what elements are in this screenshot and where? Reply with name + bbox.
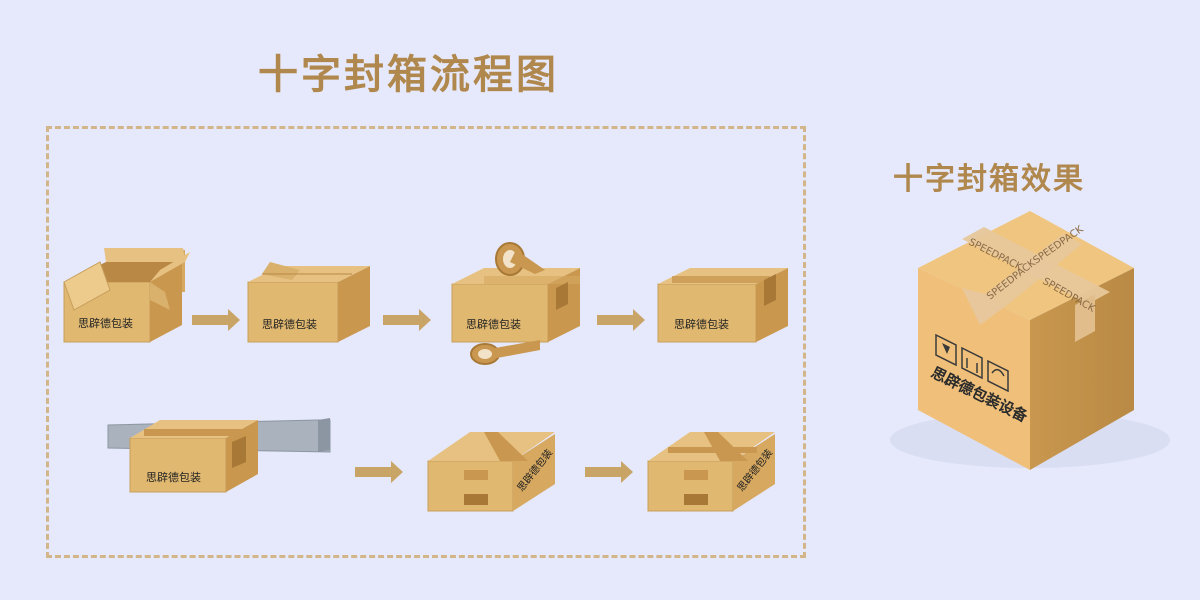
arrow-3 [597, 309, 645, 331]
arrow-1 [192, 309, 240, 331]
final-sealed-box-icon: SPEEDPACK SPEEDPACK SPEEDPACK SPEEDPACK … [890, 211, 1170, 470]
step-3-taping-box-icon: 思辟德包装 [451, 242, 580, 365]
step-4-taped-box-icon: 思辟德包装 [657, 268, 788, 343]
arrow-2 [383, 309, 431, 331]
process-frame [46, 126, 806, 558]
page-title: 十字封箱流程图 [258, 52, 559, 98]
step-7-cross-sealed-box-icon: 思辟德包装 [647, 432, 775, 512]
arrow-5 [585, 461, 633, 483]
box-label: 思辟德包装 [78, 316, 133, 330]
box-label: 思辟德包装 [262, 317, 317, 331]
box-label: 思辟德包装 [674, 317, 729, 331]
fragile-icon [935, 333, 957, 367]
box-label: 思辟德包装 [466, 317, 521, 331]
box-label: 思辟德包装 [146, 470, 201, 484]
effect-title: 十字封箱效果 [893, 162, 1085, 197]
step-5-conveyor-box-icon: 思辟德包装 [107, 418, 331, 493]
keep-dry-icon [987, 359, 1009, 393]
step-1-open-box-icon: 思辟德包装 [63, 248, 190, 343]
step-2-closing-box-icon: 思辟德包装 [247, 262, 370, 343]
this-side-up-icon [961, 346, 983, 380]
arrow-4 [355, 461, 403, 483]
step-6-rotated-box-icon: 思辟德包装 [427, 432, 555, 512]
